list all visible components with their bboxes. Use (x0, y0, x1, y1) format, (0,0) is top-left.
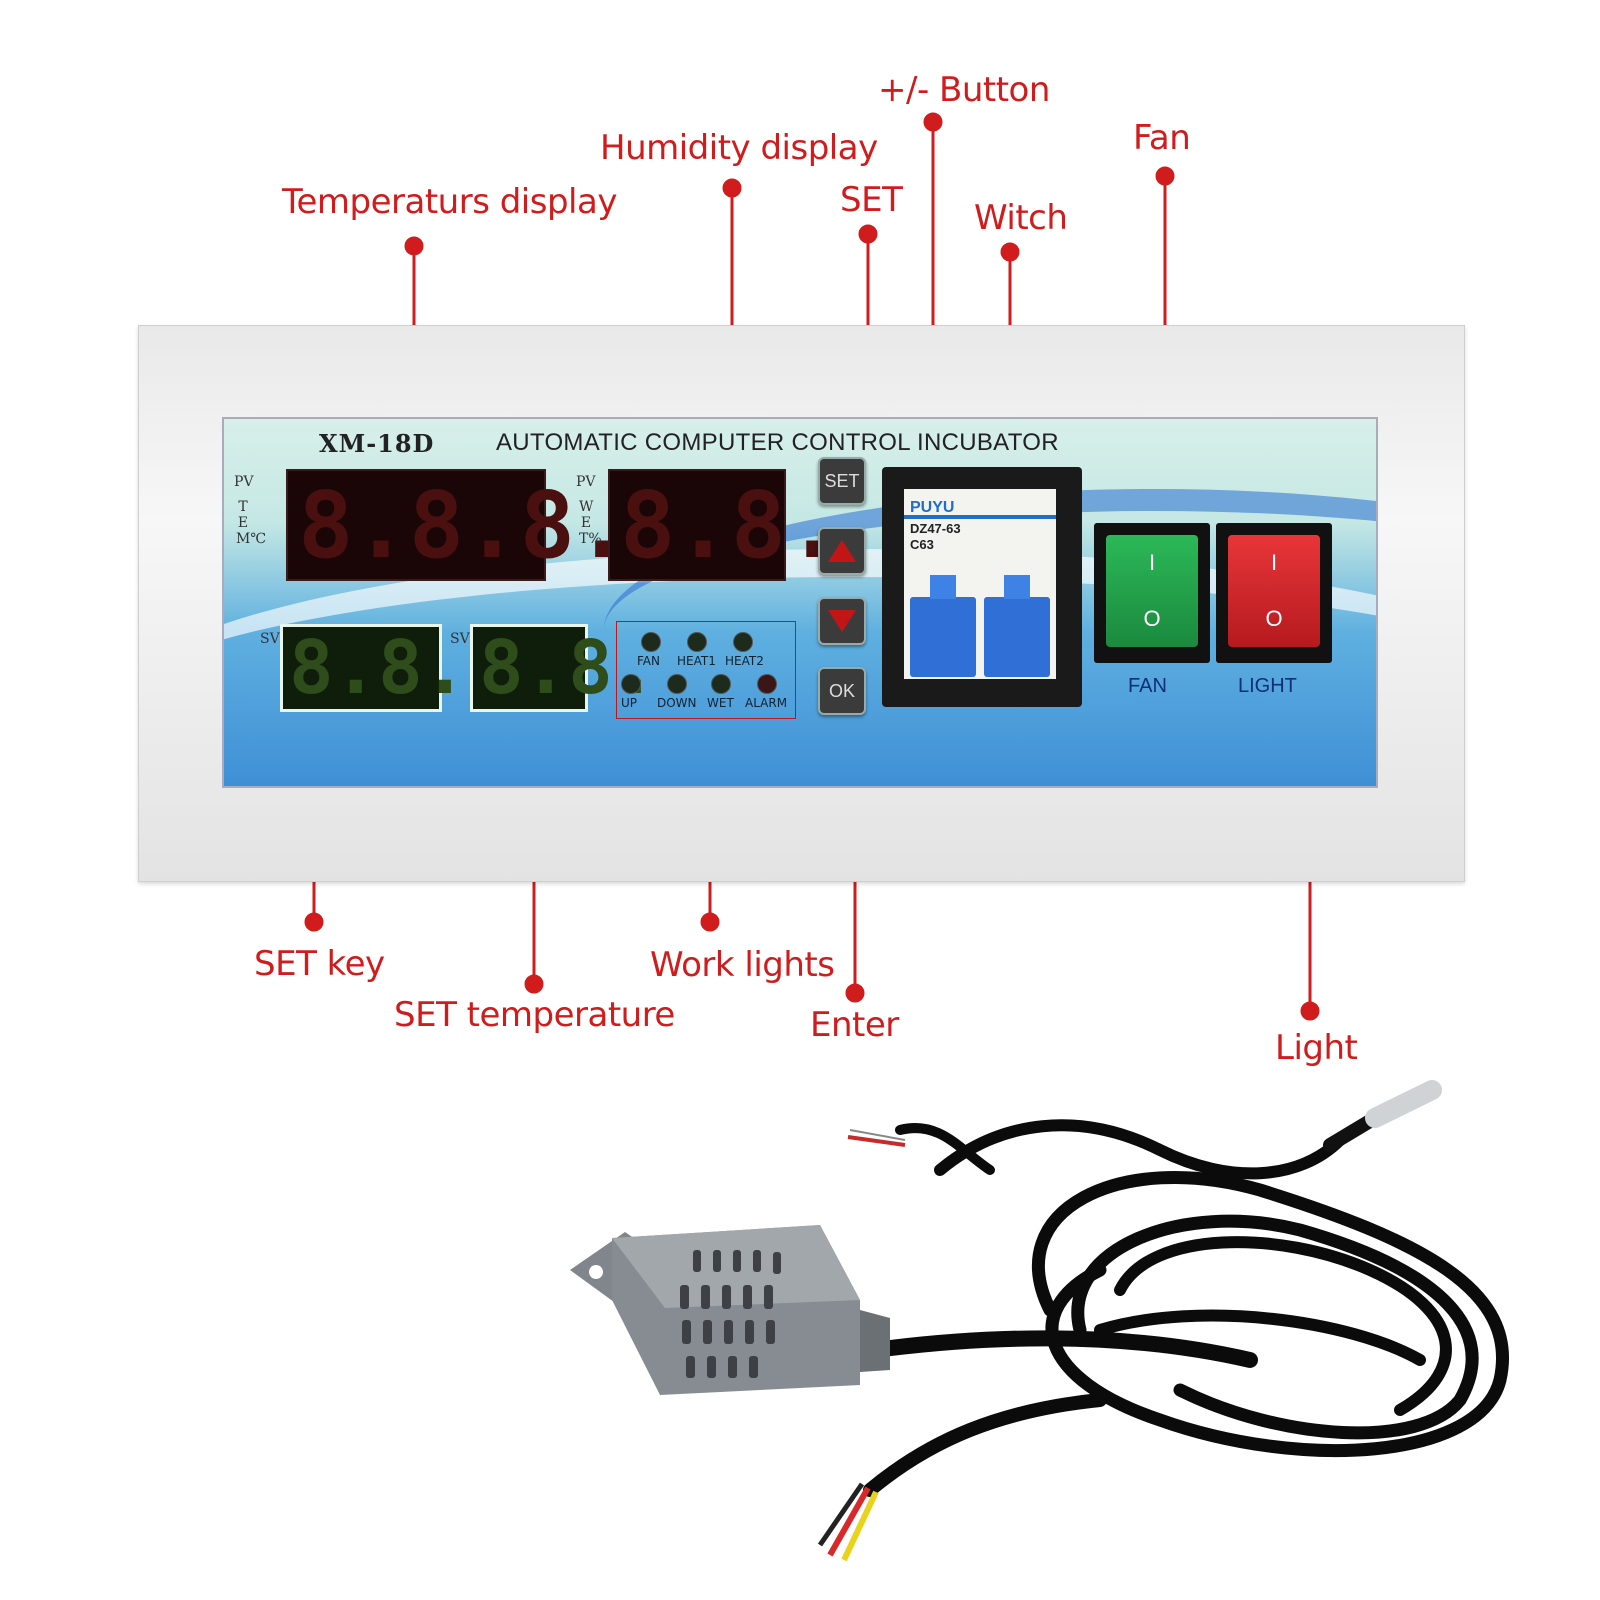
callout-set: SET (840, 180, 903, 220)
led-fan (641, 632, 661, 652)
controller-panel: XM-18D AUTOMATIC COMPUTER CONTROL INCUBA… (222, 417, 1378, 788)
hum-sv-label: SV (450, 631, 470, 647)
work-lights-group: FAN HEAT1 HEAT2 UP DOWN WET ALARM (616, 621, 796, 719)
led-label-heat2: HEAT2 (725, 654, 764, 668)
humidity-sv-display: 8. 8. (470, 624, 657, 712)
callout-humidity-display: Humidity display (600, 128, 878, 168)
light-switch[interactable]: I O (1228, 535, 1320, 647)
callout-enter: Enter (810, 1005, 899, 1045)
callout-pm-button: +/- Button (878, 70, 1050, 110)
breaker-model: DZ47-63 (910, 521, 961, 536)
callout-set-key: SET key (254, 944, 385, 984)
hum-pv-label: PV (576, 474, 596, 490)
breaker-rating: C63 (910, 537, 934, 552)
hum-sv-digit: 8. (479, 625, 569, 711)
circuit-breaker: PUYU DZ47-63 C63 (904, 489, 1056, 679)
callout-fan: Fan (1133, 118, 1191, 158)
down-arrow-icon (828, 610, 856, 632)
led-heat1 (687, 632, 707, 652)
circuit-breaker-frame: PUYU DZ47-63 C63 (882, 467, 1082, 707)
breaker-stripe (904, 515, 1056, 519)
down-button[interactable] (818, 597, 866, 645)
callout-light: Light (1275, 1028, 1358, 1068)
led-label-alarm: ALARM (745, 696, 788, 710)
callout-set-temperature: SET temperature (394, 995, 675, 1035)
hum-pv-digit: 8. (620, 471, 731, 579)
breaker-lever-left[interactable] (910, 575, 976, 677)
model-name: XM-18D (319, 429, 435, 458)
panel-title: AUTOMATIC COMPUTER CONTROL INCUBATOR (496, 429, 1059, 456)
temp-pv-digit: 8. (408, 471, 520, 579)
led-label-heat1: HEAT1 (677, 654, 716, 668)
fan-switch-label: FAN (1128, 675, 1167, 697)
breaker-brand: PUYU (910, 499, 955, 516)
switch-off-mark: O (1143, 606, 1161, 631)
led-label-wet: WET (707, 696, 734, 710)
switch-on-mark: I (1270, 550, 1278, 575)
breaker-lever-right[interactable] (984, 575, 1050, 677)
callout-witch: Witch (974, 198, 1068, 238)
light-switch-label: LIGHT (1238, 675, 1297, 697)
temp-sv-digit: 8. (289, 625, 379, 711)
temp-sv-label: SV (260, 631, 280, 647)
led-label-fan: FAN (637, 654, 660, 668)
temp-pv-label: PV (234, 474, 254, 490)
fan-switch[interactable]: I O (1106, 535, 1198, 647)
fan-switch-frame: I O (1094, 523, 1210, 663)
temp-pv-digit: 8. (298, 471, 409, 579)
led-heat2 (733, 632, 753, 652)
set-button[interactable]: SET (818, 457, 866, 505)
temp-sv-digit: 8. (378, 625, 468, 711)
up-arrow-icon (828, 540, 856, 562)
switch-off-mark: O (1265, 606, 1283, 631)
humidity-pv-display: 8. 8. (608, 469, 842, 581)
light-switch-frame: I O (1216, 523, 1332, 663)
up-button[interactable] (818, 527, 866, 575)
led-label-down: DOWN (657, 696, 697, 710)
switch-on-mark: I (1148, 550, 1156, 575)
callout-work-lights: Work lights (650, 945, 835, 985)
led-up (621, 674, 641, 694)
callout-temperature-display: Temperaturs display (282, 182, 617, 222)
led-alarm (757, 674, 777, 694)
led-wet (711, 674, 731, 694)
temperature-pv-display: 8. 8. 8. (286, 469, 630, 581)
led-label-up: UP (621, 696, 638, 710)
led-down (667, 674, 687, 694)
ok-button[interactable]: OK (818, 667, 866, 715)
